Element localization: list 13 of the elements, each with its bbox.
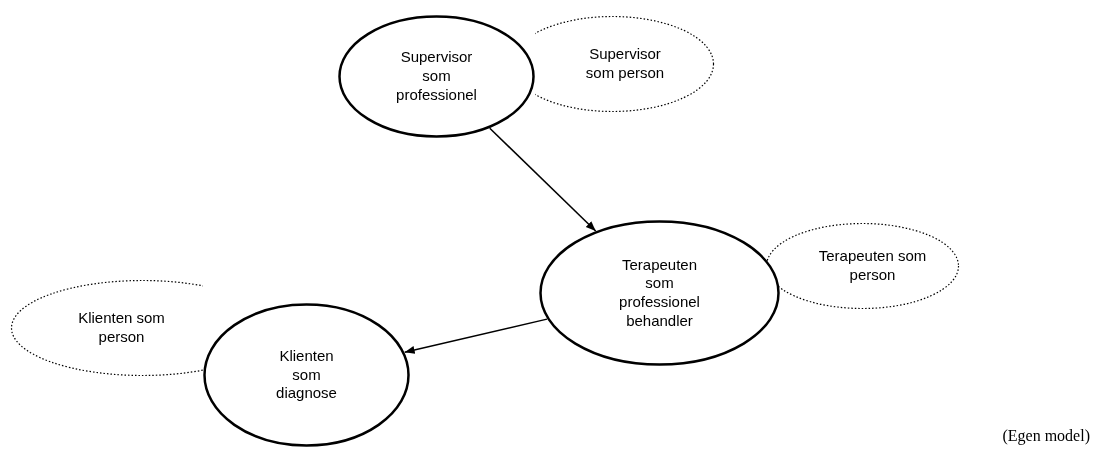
arrow — [489, 127, 597, 232]
ellipse — [338, 15, 535, 138]
dotted-ellipse — [765, 222, 960, 310]
node-text: Klienten som diagnose — [275, 346, 338, 404]
arrow — [403, 318, 548, 354]
node-text: Terapeuten som professionel behandler — [618, 255, 701, 331]
source-note: (Egen model) — [1002, 426, 1090, 447]
ellipse — [203, 303, 410, 447]
node-text: Supervisor som professionel — [395, 48, 478, 105]
ellipse — [539, 220, 780, 366]
node-text: Supervisor som person — [584, 45, 666, 83]
node-text: Terapeuten som person — [817, 247, 928, 285]
node-text: Klienten som person — [77, 309, 166, 347]
